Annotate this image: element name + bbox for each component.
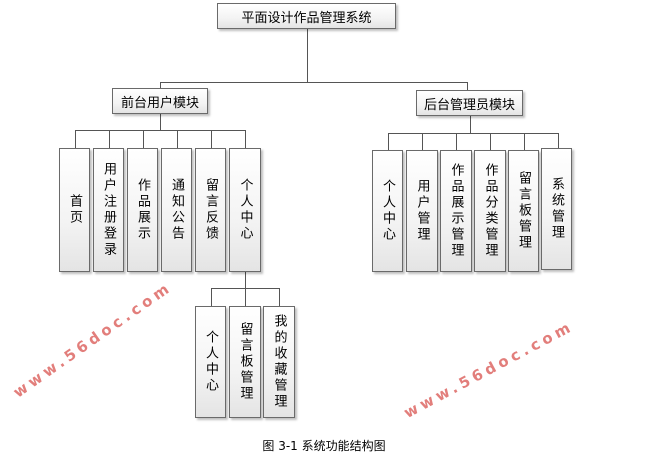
connector — [490, 133, 491, 150]
connector — [467, 82, 468, 90]
connector — [75, 130, 246, 131]
connector — [524, 133, 525, 150]
admin-module-node: 后台管理员模块 — [416, 90, 523, 116]
frontend-notice-node: 通知公告 — [161, 148, 192, 272]
connector — [211, 288, 212, 306]
connector — [177, 130, 178, 148]
watermark: www.56doc.com — [400, 317, 577, 422]
pc-personal-center-node: 个人中心 — [195, 306, 226, 418]
frontend-register-login-node: 用户注册登录 — [93, 148, 124, 272]
connector — [558, 133, 559, 148]
connector — [245, 130, 246, 148]
pc-favorites-node: 我的收藏管理 — [263, 306, 295, 418]
admin-works-category-node: 作品分类管理 — [474, 150, 506, 272]
connector — [388, 133, 389, 150]
connector — [75, 130, 76, 148]
admin-works-display-node: 作品展示管理 — [440, 150, 472, 272]
connector — [245, 272, 246, 288]
connector — [307, 29, 308, 82]
admin-system-node: 系统管理 — [541, 148, 572, 270]
admin-message-board-node: 留言板管理 — [508, 150, 539, 272]
connector — [245, 288, 246, 306]
connector — [456, 133, 457, 150]
connector — [422, 133, 423, 150]
connector — [160, 114, 161, 130]
connector — [109, 130, 110, 148]
root-node: 平面设计作品管理系统 — [217, 3, 396, 29]
connector — [143, 130, 144, 148]
connector — [160, 82, 468, 83]
connector — [470, 116, 471, 133]
connector — [160, 82, 161, 88]
figure-caption: 图 3-1 系统功能结构图 — [262, 439, 386, 453]
admin-user-management-node: 用户管理 — [406, 150, 438, 272]
frontend-personal-center-node: 个人中心 — [229, 148, 261, 272]
watermark: www.56doc.com — [9, 277, 176, 402]
connector — [388, 133, 559, 134]
frontend-works-display-node: 作品展示 — [127, 148, 158, 272]
frontend-module-node: 前台用户模块 — [112, 88, 208, 114]
pc-message-board-node: 留言板管理 — [229, 306, 261, 418]
connector — [211, 130, 212, 148]
frontend-home-node: 首页 — [59, 148, 90, 272]
connector — [279, 288, 280, 306]
frontend-feedback-node: 留言反馈 — [195, 148, 226, 272]
admin-personal-center-node: 个人中心 — [372, 150, 403, 272]
